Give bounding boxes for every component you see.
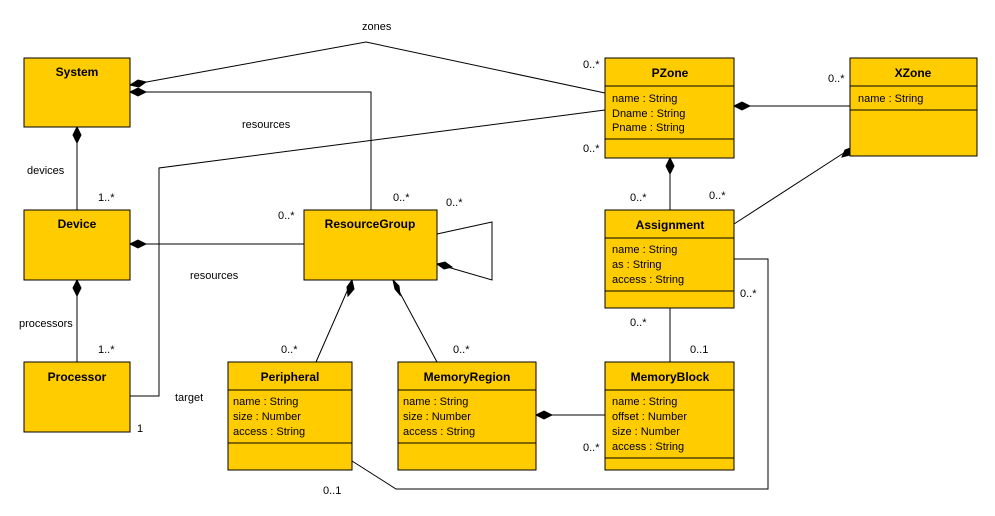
composition-diamond-rg-memoryregion bbox=[392, 278, 401, 297]
class-peripheral[interactable]: Peripheral name : String size : Number a… bbox=[227, 361, 353, 471]
class-device[interactable]: Device bbox=[23, 209, 131, 281]
class-name: MemoryRegion bbox=[424, 370, 511, 384]
class-resourcegroup[interactable]: ResourceGroup bbox=[303, 209, 438, 281]
attribute: name : String bbox=[233, 396, 298, 408]
composition-diamond-resourcegroup-self bbox=[435, 261, 454, 270]
multiplicity-label: 0..* bbox=[446, 197, 463, 209]
composition-diamond-system-resources bbox=[128, 87, 148, 97]
class-memoryregion[interactable]: MemoryRegion name : String size : Number… bbox=[397, 361, 537, 471]
class-system[interactable]: System bbox=[23, 57, 131, 128]
multiplicity-label: 0..* bbox=[709, 190, 726, 202]
attribute: name : String bbox=[612, 396, 677, 408]
multiplicity-label: 1..* bbox=[98, 192, 115, 204]
class-pzone[interactable]: PZone name : String Dname : String Pname… bbox=[604, 57, 735, 159]
attribute: as : String bbox=[612, 259, 662, 271]
attribute: Dname : String bbox=[612, 108, 685, 120]
role-labels: zones resources devices resources proces… bbox=[19, 21, 392, 404]
multiplicity-label: 1..* bbox=[98, 344, 115, 356]
class-name: MemoryBlock bbox=[631, 370, 710, 384]
attribute: access : String bbox=[403, 426, 475, 438]
multiplicity-label: 0..* bbox=[828, 73, 845, 85]
attribute: access : String bbox=[612, 441, 684, 453]
multiplicity-label: 0..* bbox=[630, 317, 647, 329]
multiplicity-label: 1 bbox=[137, 423, 143, 435]
multiplicity-label: 0..* bbox=[393, 192, 410, 204]
composition-diamond-rg-peripheral bbox=[346, 278, 355, 298]
multiplicity-label: 0..* bbox=[630, 192, 647, 204]
class-name: Peripheral bbox=[261, 370, 320, 384]
attribute: offset : Number bbox=[612, 411, 687, 423]
assoc-processor-pzone bbox=[130, 109, 606, 397]
class-memoryblock[interactable]: MemoryBlock name : String offset : Numbe… bbox=[604, 361, 735, 471]
composition-diamond-device-resources bbox=[128, 239, 148, 249]
attribute: access : String bbox=[612, 274, 684, 286]
multiplicity-label: 0..1 bbox=[690, 344, 708, 356]
assoc-xzone-assignment bbox=[733, 146, 854, 225]
class-name: Device bbox=[58, 217, 97, 231]
multiplicity-label: 0..* bbox=[281, 344, 298, 356]
role-label-processors: processors bbox=[19, 318, 73, 330]
multiplicity-label: 0..* bbox=[583, 59, 600, 71]
assoc-system-resourcegroup bbox=[130, 91, 372, 212]
composition-diamond-system-devices bbox=[72, 125, 82, 145]
composition-diamond-pzone-xzone bbox=[732, 101, 752, 111]
multiplicities: 0..* 0..* 0..* 1..* 1..* 1 0..* 0..* 0..… bbox=[98, 59, 845, 497]
multiplicity-label: 0..* bbox=[583, 143, 600, 155]
role-label-devices: devices bbox=[27, 165, 65, 177]
class-xzone[interactable]: XZone name : String bbox=[849, 57, 978, 157]
assoc-assignment-peripheral bbox=[351, 258, 769, 490]
multiplicity-label: 0..* bbox=[278, 210, 295, 222]
role-label-resources-mid: resources bbox=[190, 270, 239, 282]
associations bbox=[72, 41, 854, 490]
assoc-resourcegroup-self bbox=[436, 221, 493, 281]
class-name: ResourceGroup bbox=[325, 217, 416, 231]
class-name: XZone bbox=[895, 66, 932, 80]
attribute: name : String bbox=[612, 93, 677, 105]
composition-diamond-pzone-assignment bbox=[665, 156, 675, 176]
assoc-system-pzone bbox=[129, 41, 606, 94]
multiplicity-label: 0..* bbox=[583, 442, 600, 454]
multiplicity-label: 0..* bbox=[740, 288, 757, 300]
attribute: name : String bbox=[858, 93, 923, 105]
role-label-resources-top: resources bbox=[242, 119, 291, 131]
role-label-target: target bbox=[175, 392, 203, 404]
class-name: PZone bbox=[652, 66, 689, 80]
role-label-zones: zones bbox=[362, 21, 392, 33]
attribute: name : String bbox=[612, 244, 677, 256]
class-name: System bbox=[56, 65, 99, 79]
attribute: access : String bbox=[233, 426, 305, 438]
class-processor[interactable]: Processor bbox=[23, 361, 131, 433]
attribute: size : Number bbox=[233, 411, 301, 423]
multiplicity-label: 0..1 bbox=[323, 485, 341, 497]
attribute: Pname : String bbox=[612, 122, 685, 134]
composition-diamond-system-zones bbox=[128, 79, 148, 88]
assoc-resourcegroup-peripheral bbox=[315, 279, 353, 363]
class-name: Processor bbox=[48, 370, 107, 384]
multiplicity-label: 0..* bbox=[453, 344, 470, 356]
composition-diamond-region-block bbox=[534, 410, 554, 420]
composition-diamond-device-processors bbox=[72, 278, 82, 298]
class-name: Assignment bbox=[636, 218, 705, 232]
attribute: size : Number bbox=[612, 426, 680, 438]
attribute: name : String bbox=[403, 396, 468, 408]
class-assignment[interactable]: Assignment name : String as : String acc… bbox=[604, 209, 735, 309]
attribute: size : Number bbox=[403, 411, 471, 423]
